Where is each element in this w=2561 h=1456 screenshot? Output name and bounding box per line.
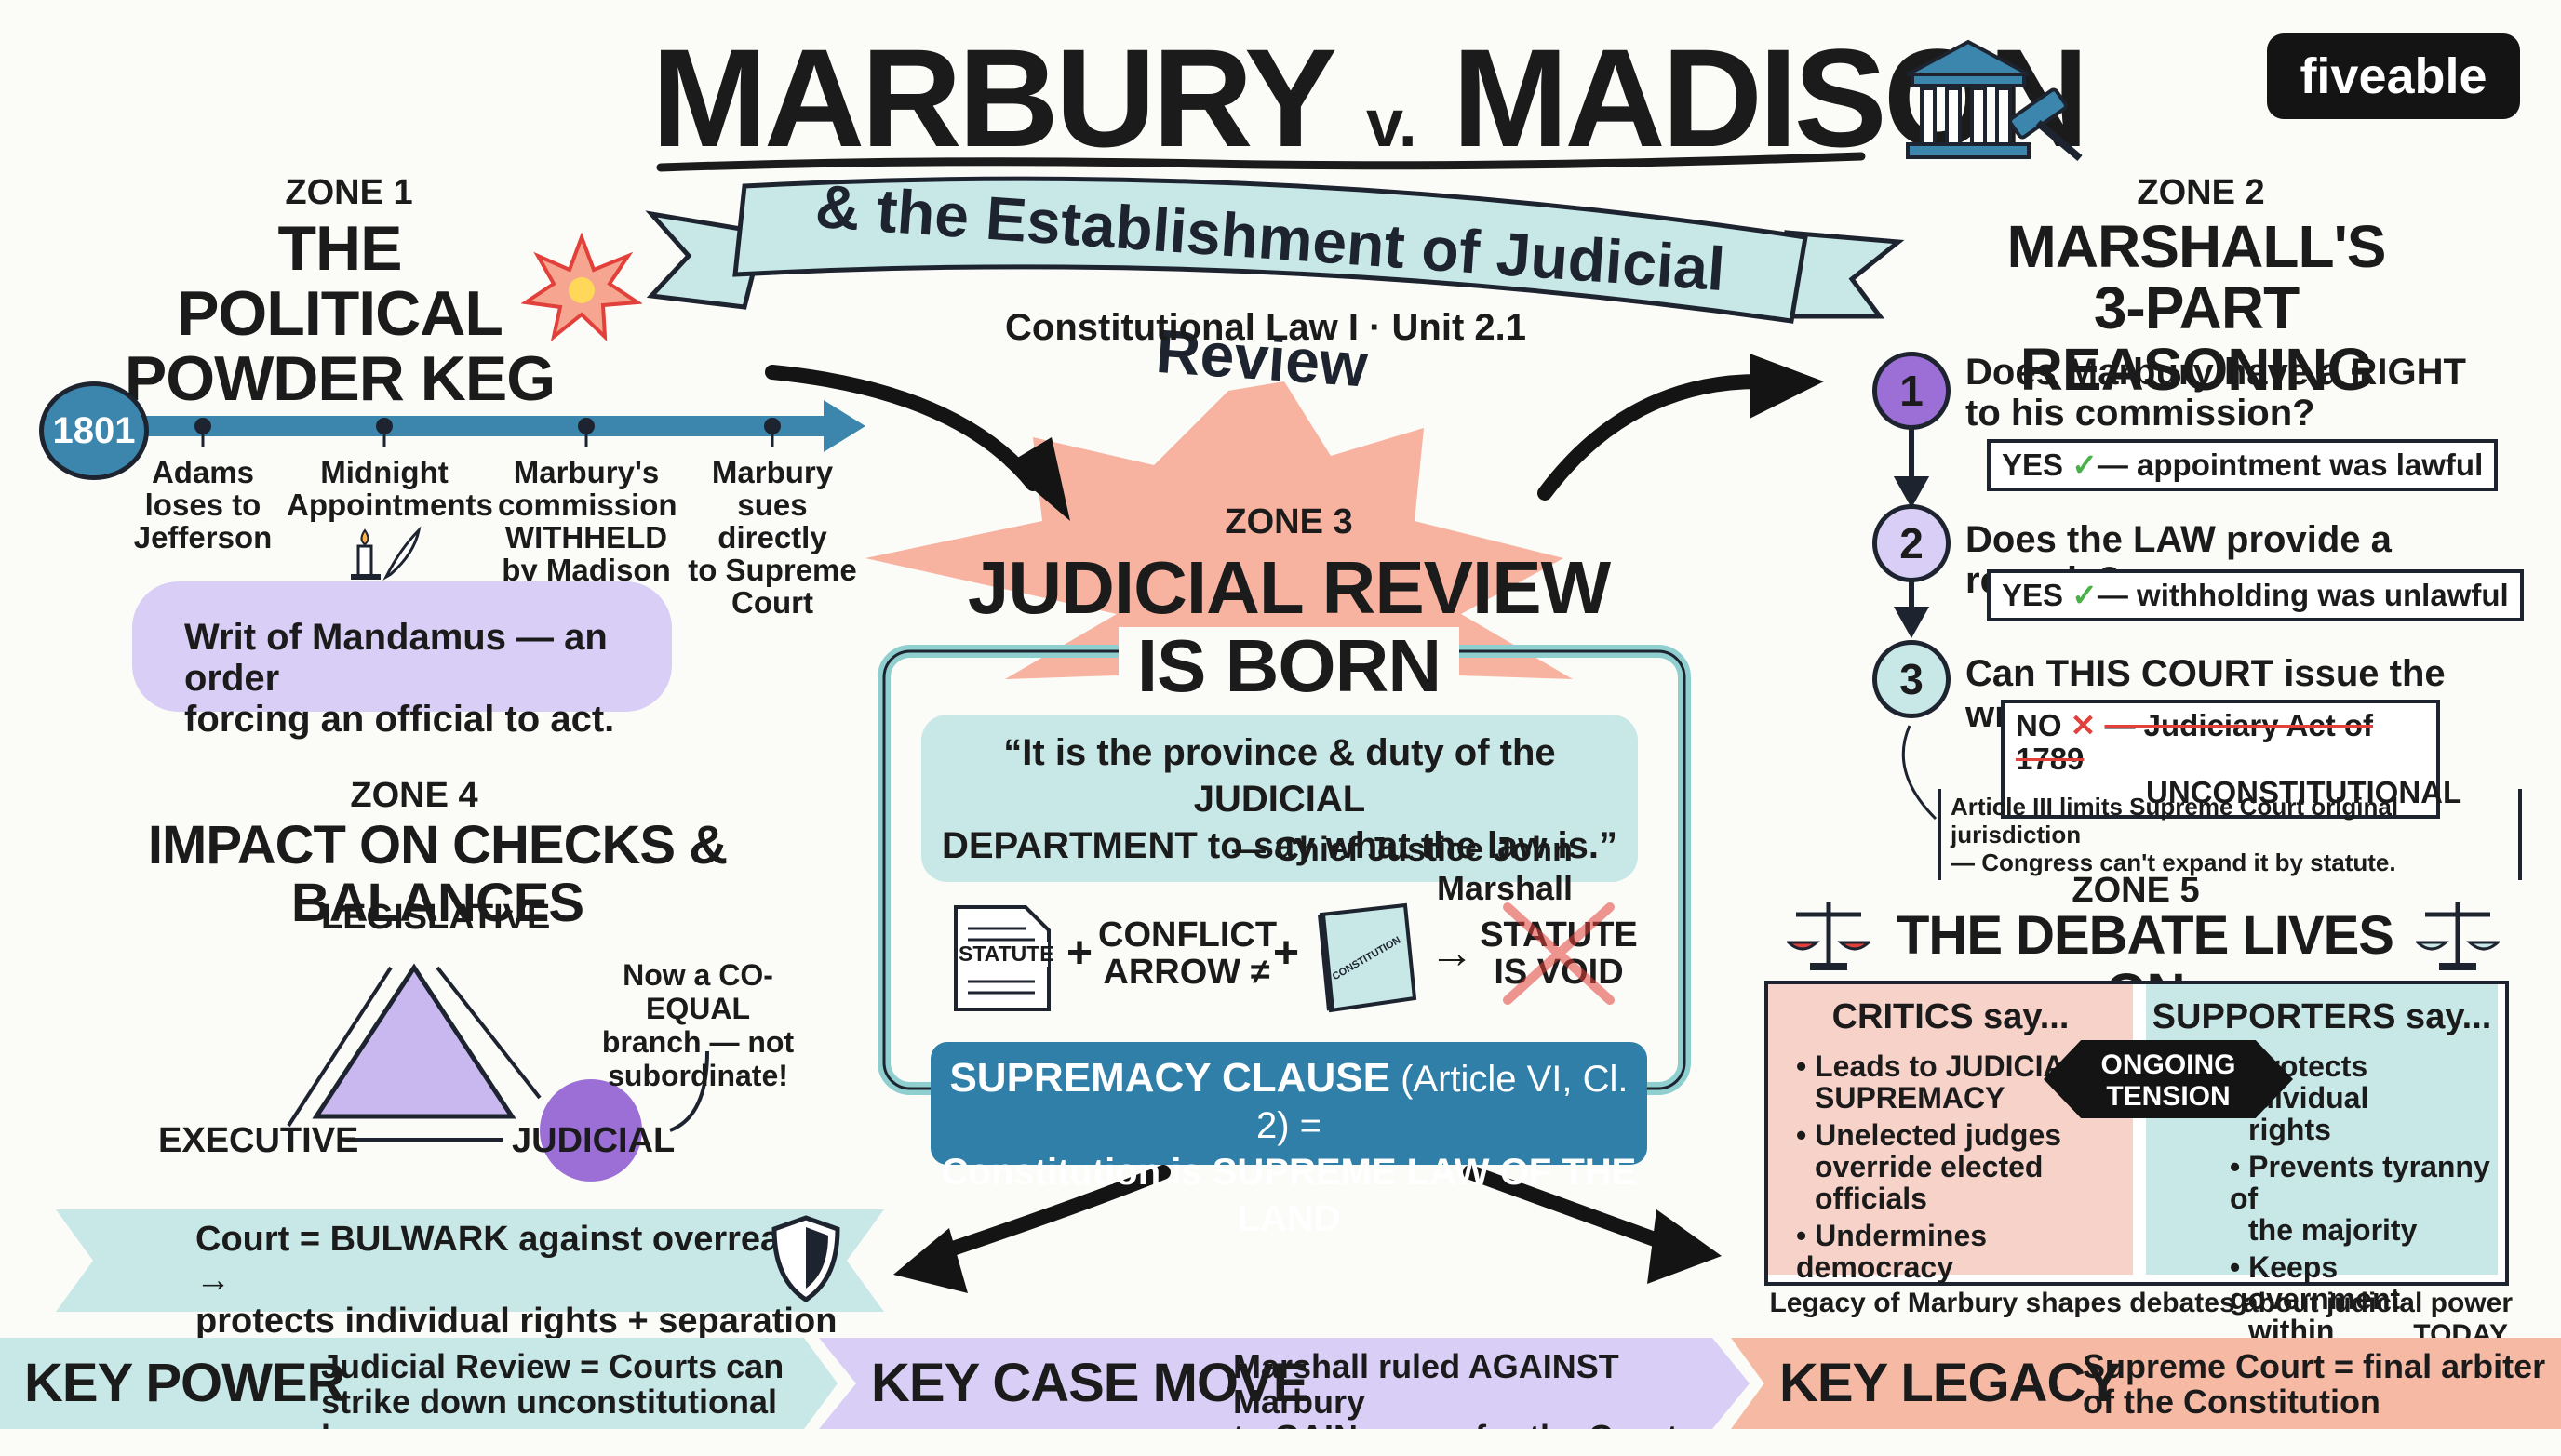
legislative-label: LEGISLATIVE xyxy=(321,898,551,937)
zone2-heading: MARSHALL'S 3-PART REASONING xyxy=(2006,213,2387,403)
scales-icon xyxy=(2416,902,2500,970)
x-icon: ✕ xyxy=(2070,708,2097,742)
marshall-quote: “It is the province & duty of the JUDICI… xyxy=(921,715,1638,882)
shield-icon xyxy=(771,1215,840,1302)
constitution-book-icon: CONSTITUTION xyxy=(1318,902,1417,1013)
result-arrow: → xyxy=(1429,928,1474,978)
courthouse-gavel-icon xyxy=(1906,39,2083,162)
scales-icon xyxy=(1787,902,1870,970)
zone3-heading: JUDICIAL REVIEW IS BORN xyxy=(967,546,1611,707)
step-2-circle: 2 xyxy=(1872,504,1951,582)
course-label: Constitutional Law I · Unit 2.1 xyxy=(1005,307,1526,348)
writ-definition-bubble: Writ of Mandamus — an order forcing an o… xyxy=(132,581,672,740)
judicial-label: JUDICIAL xyxy=(512,1121,676,1160)
footer-key-power-title: KEY POWER xyxy=(24,1353,345,1413)
statute-label: STATUTE xyxy=(959,942,1054,967)
step-3-answer: NO ✕ — Judiciary Act of 1789 UNCONSTITUT… xyxy=(2001,700,2461,819)
legacy-note: Legacy of Marbury shapes debates about j… xyxy=(1769,1288,2513,1350)
step-1-answer: YES ✓— appointment was lawful xyxy=(1987,439,2499,491)
void-x-icon xyxy=(1503,902,1615,1005)
subtitle-ribbon-shape xyxy=(645,176,1905,324)
footer-key-legacy: KEY LEGACY Supreme Court = final arbiter… xyxy=(1731,1338,2561,1429)
executive-label: EXECUTIVE xyxy=(158,1121,359,1160)
branches-triangle xyxy=(312,963,516,1119)
zone3-label: ZONE 3 xyxy=(1225,502,1353,541)
zone2-label: ZONE 2 xyxy=(2137,173,2265,212)
check-icon: ✓ xyxy=(2072,447,2098,482)
brand-logo[interactable]: fiveable xyxy=(2267,33,2520,119)
candle-quill-icon xyxy=(351,526,422,581)
critic-point: • Undermines democracy xyxy=(1796,1219,1988,1284)
step-3-circle: 3 xyxy=(1872,640,1951,718)
footer-key-case-move: KEY CASE MOVE Marshall ruled AGAINST Mar… xyxy=(819,1338,1750,1429)
article-iii-note: Article III limits Supreme Court origina… xyxy=(1938,789,2522,880)
main-title: MARBURY v. MADISON xyxy=(651,20,2089,176)
footer-key-case-move-title: KEY CASE MOVE xyxy=(871,1353,1308,1413)
year-badge: 1801 xyxy=(39,381,149,480)
check-icon: ✓ xyxy=(2072,578,2098,612)
zone1-label: ZONE 1 xyxy=(285,173,413,212)
step-1-circle: 1 xyxy=(1872,352,1951,430)
quote-attribution: — Chief Justice John Marshall xyxy=(1231,830,1573,907)
explosion-icon xyxy=(521,233,642,342)
step-3-question: Can THIS COURT issue the writ? xyxy=(1965,653,2446,735)
zone1-heading: THE POLITICAL POWDER KEG xyxy=(124,213,556,414)
judicial-circle xyxy=(540,1079,642,1182)
zone4-label: ZONE 4 xyxy=(350,776,478,815)
plus-sign: + xyxy=(1272,928,1300,978)
zone5-label: ZONE 5 xyxy=(2072,871,2200,910)
zone4-heading: IMPACT ON CHECKS & BALANCES xyxy=(147,815,728,933)
bulwark-note: Court = BULWARK against overreach → prot… xyxy=(195,1220,838,1382)
footer-key-legacy-title: KEY LEGACY xyxy=(1779,1353,2121,1413)
step-2-answer: YES ✓— withholding was unlawful xyxy=(1987,569,2524,621)
supremacy-clause-box: SUPREMACY CLAUSE (Article VI, Cl. 2) = C… xyxy=(931,1042,1647,1239)
plus-sign: + xyxy=(1066,928,1093,978)
